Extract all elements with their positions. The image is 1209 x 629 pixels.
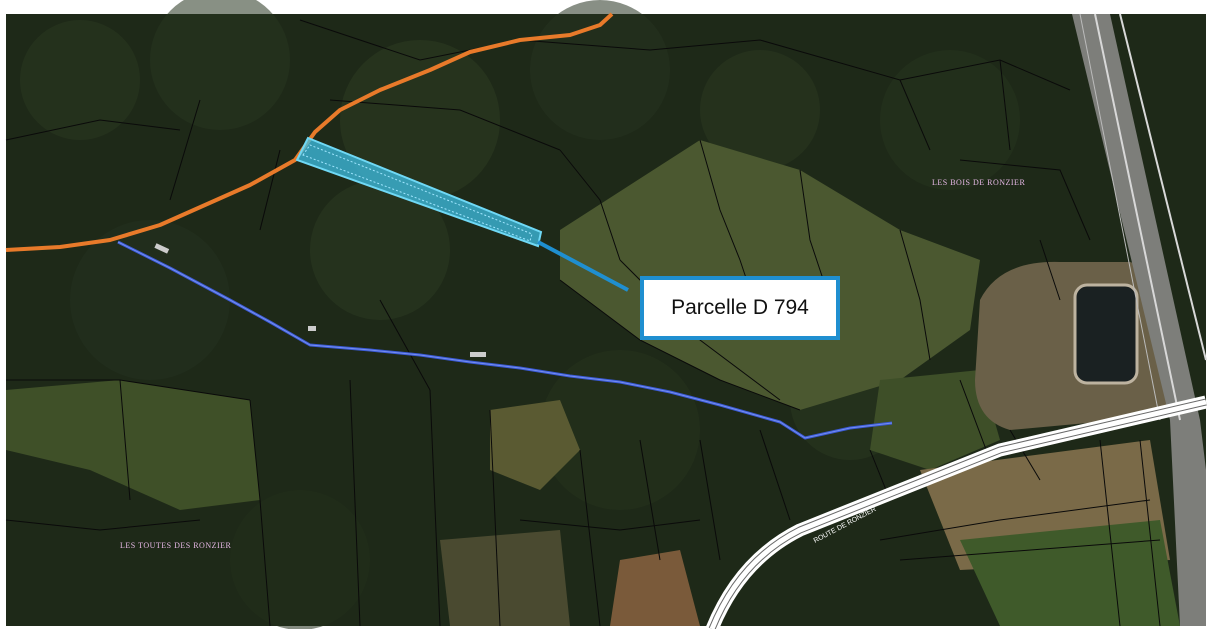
parcel-highlight xyxy=(295,136,543,248)
stream-markers xyxy=(154,243,486,357)
parcel-label: Parcelle D 794 xyxy=(671,296,809,319)
parcel-inner-edge xyxy=(302,144,533,242)
place-label-bois: LES BOIS DE RONZIER xyxy=(932,178,1025,187)
meadows xyxy=(6,140,1180,626)
stream-highlight xyxy=(117,241,893,439)
highway xyxy=(1072,13,1207,626)
route-road-surface xyxy=(709,399,1207,629)
cadastre-lines xyxy=(5,19,1161,627)
parcel-callout: Parcelle D 794 xyxy=(640,276,840,340)
commune-boundary xyxy=(5,12,614,252)
place-label-toutes: LES TOUTES DES RONZIER xyxy=(120,541,232,550)
reservoir xyxy=(975,261,1170,430)
callout-leader xyxy=(537,240,629,292)
